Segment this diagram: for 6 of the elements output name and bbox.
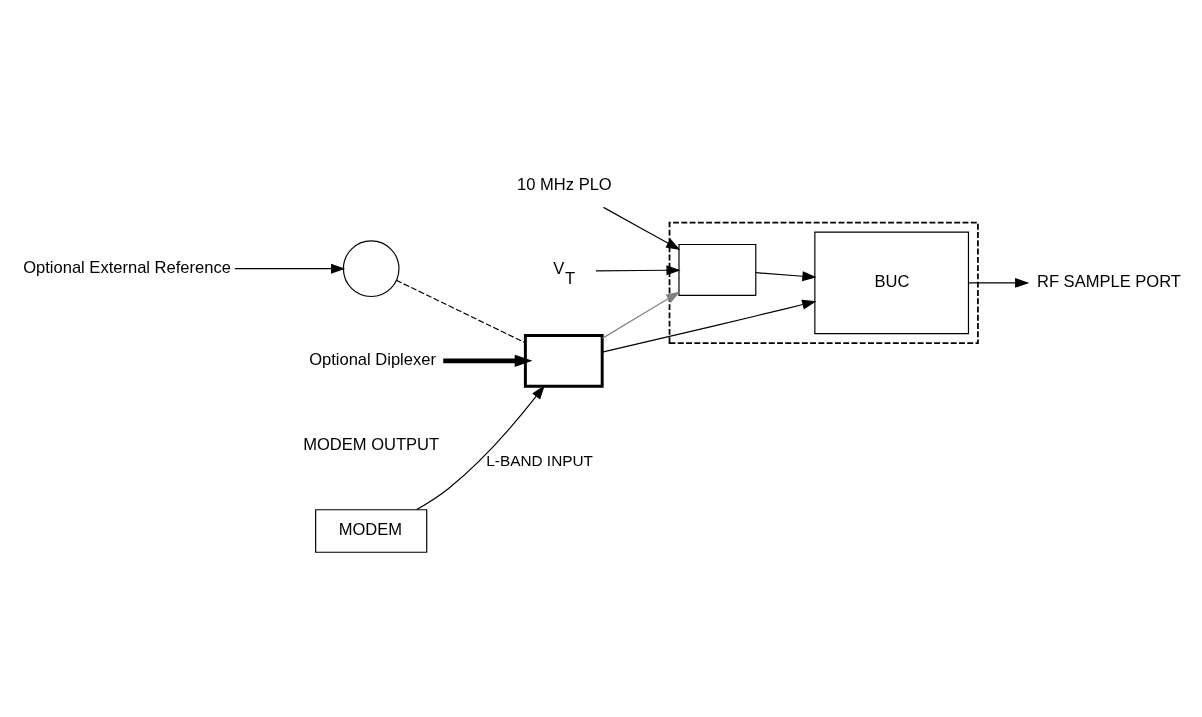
node-text: RF SAMPLE PORT [1036, 272, 1181, 292]
edge-label: L-BAND INPUT [486, 452, 593, 470]
node-text: Optional External Reference [23, 258, 231, 278]
node-text: 10 MHz PLO [517, 175, 612, 195]
label: MODEM OUTPUT [303, 435, 440, 455]
node-text: Optional Diplexer [309, 350, 436, 370]
